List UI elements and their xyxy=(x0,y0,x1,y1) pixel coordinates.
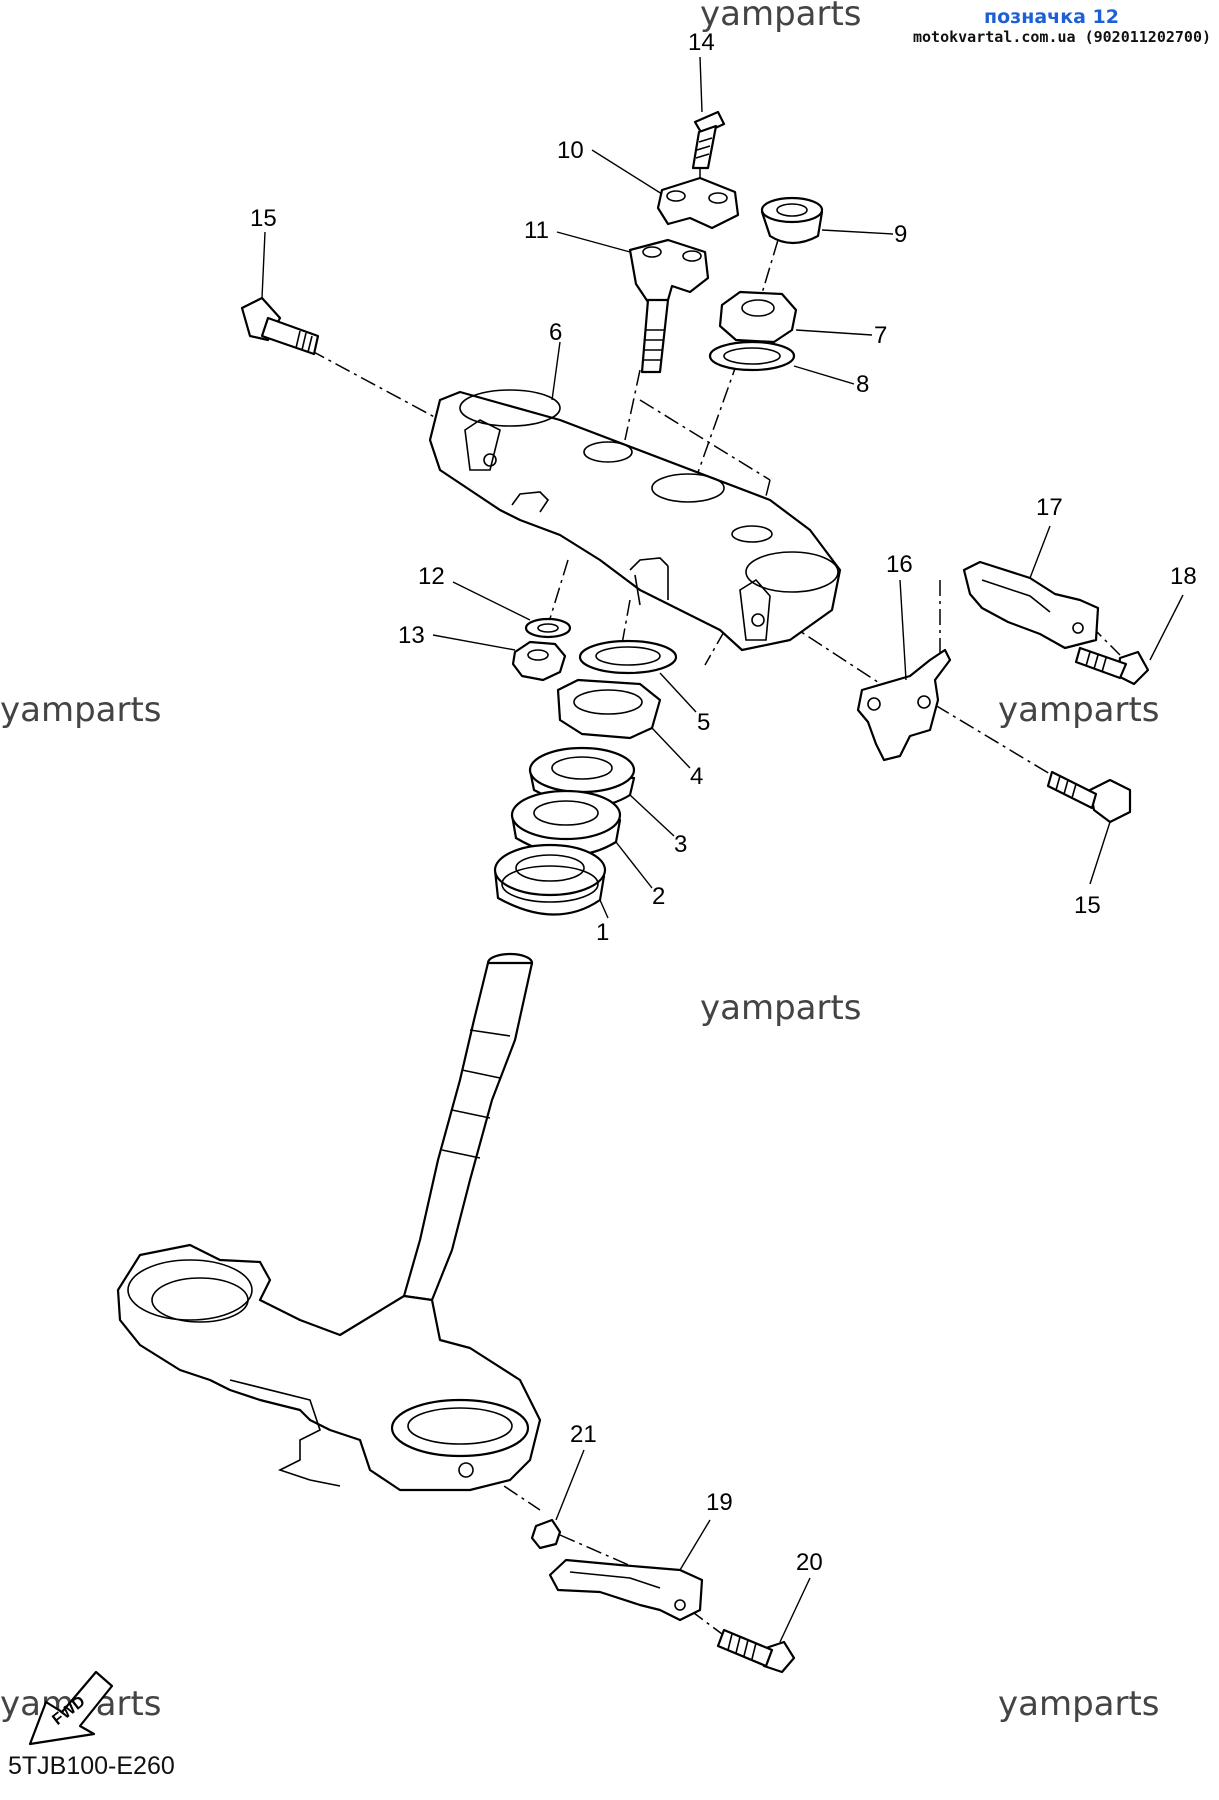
steering-stem xyxy=(116,952,542,1492)
fwd-arrow-icon: FWD xyxy=(28,1670,114,1746)
callout-9: 9 xyxy=(894,221,907,248)
callout-21: 21 xyxy=(570,1421,597,1448)
part-11-holder xyxy=(628,238,710,374)
watermark: yamparts xyxy=(0,690,162,730)
part-13-nut xyxy=(511,640,567,682)
callout-20: 20 xyxy=(796,1549,823,1576)
part-19-holder xyxy=(548,1558,704,1622)
part-14-bolt xyxy=(691,110,726,170)
callout-19: 19 xyxy=(706,1489,733,1516)
watermark: yamparts xyxy=(700,988,862,1028)
leader-lines xyxy=(261,56,1184,1643)
part-8-washer xyxy=(708,340,796,372)
callout-3: 3 xyxy=(674,831,687,858)
part-15-right-bolt xyxy=(1046,770,1132,824)
part-9-collar xyxy=(760,196,824,245)
part-5-washer xyxy=(578,639,678,675)
watermark: yamparts xyxy=(700,0,862,34)
callout-17: 17 xyxy=(1036,494,1063,521)
part-1-seal xyxy=(493,843,607,916)
header-title[interactable]: позначка 12 xyxy=(984,6,1119,28)
callout-7: 7 xyxy=(874,322,887,349)
part-4-ring-nut xyxy=(556,678,662,740)
callout-2: 2 xyxy=(652,883,665,910)
diagram-code: 5TJB100-E260 xyxy=(8,1752,175,1780)
callout-6: 6 xyxy=(549,319,562,346)
callout-11: 11 xyxy=(524,217,549,244)
part-10-clamp xyxy=(656,176,740,230)
callout-5: 5 xyxy=(697,709,710,736)
callout-1: 1 xyxy=(596,919,609,946)
part-6-upper-bracket xyxy=(428,389,842,652)
part-18-bolt xyxy=(1074,646,1150,686)
callout-12: 12 xyxy=(418,563,445,590)
part-12-washer xyxy=(524,617,572,639)
part-7-nut xyxy=(718,290,798,344)
callout-15-upper: 15 xyxy=(250,205,277,232)
callout-4: 4 xyxy=(690,763,703,790)
part-21-collar xyxy=(530,1518,562,1550)
callout-15-right: 15 xyxy=(1074,892,1101,919)
callout-8: 8 xyxy=(856,371,869,398)
watermark: yamparts xyxy=(998,690,1160,730)
callout-13: 13 xyxy=(398,622,425,649)
callout-numbers: 14 10 11 9 7 8 6 15 12 13 5 4 3 2 1 17 1… xyxy=(250,29,1197,1576)
callout-10: 10 xyxy=(557,137,584,164)
callout-18: 18 xyxy=(1170,563,1197,590)
part-20-bolt xyxy=(716,1628,796,1674)
part-15-upper-bolt xyxy=(240,296,320,356)
callout-14: 14 xyxy=(688,29,715,56)
part-16-plate xyxy=(856,648,952,762)
header-subtitle: motokvartal.com.ua (902011202700) xyxy=(912,28,1211,46)
watermark: yamparts xyxy=(998,1684,1160,1724)
callout-16: 16 xyxy=(886,551,913,578)
